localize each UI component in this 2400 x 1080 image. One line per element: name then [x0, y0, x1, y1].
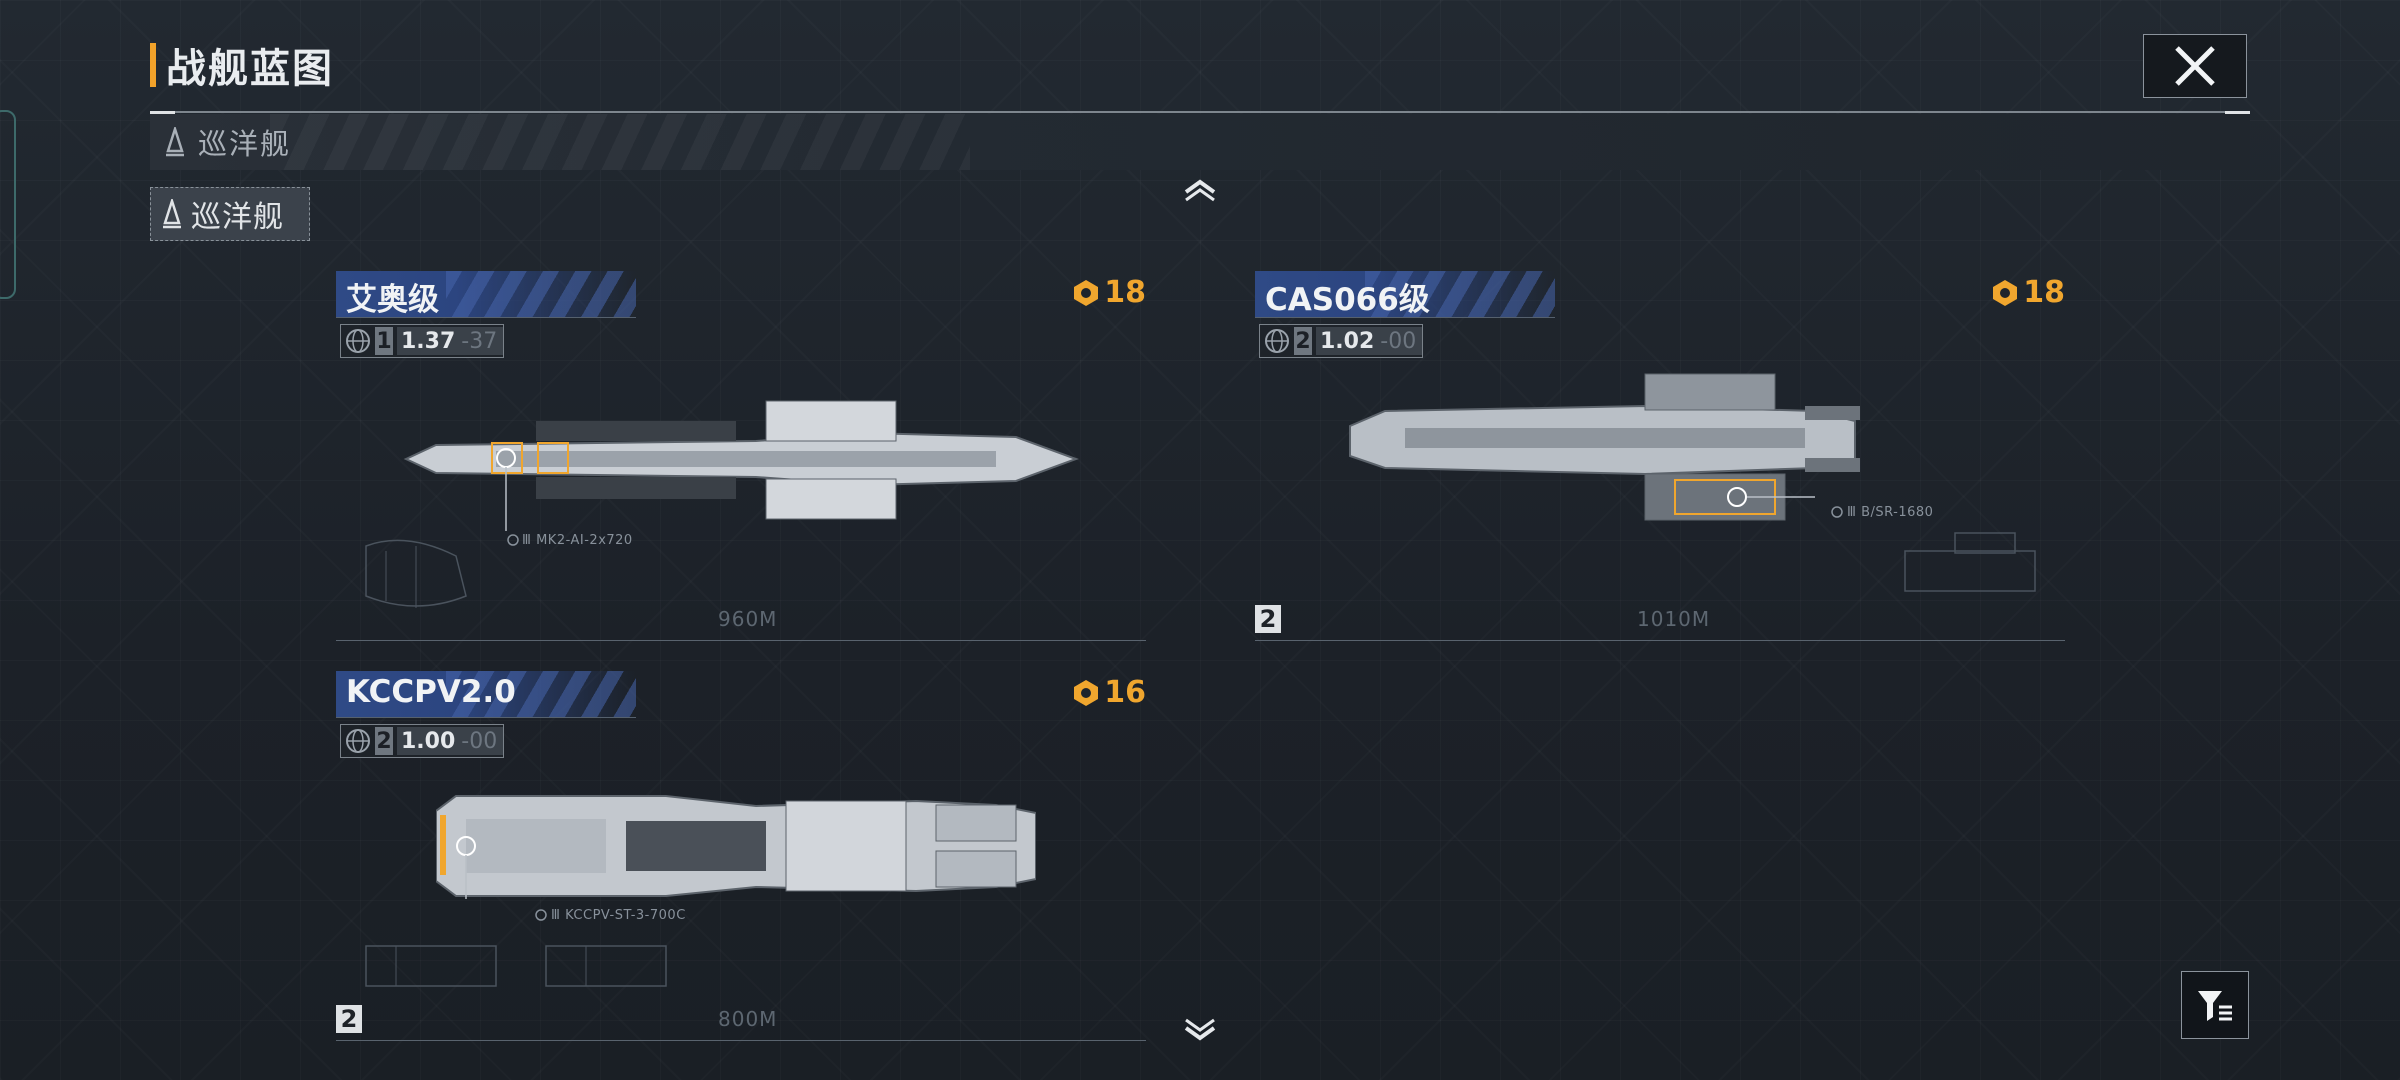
part-pointer-icon	[507, 534, 519, 546]
title-accent-bar	[150, 43, 156, 87]
cost-icon	[1993, 279, 2018, 306]
filter-chip-cruiser[interactable]: 巡洋舰	[150, 187, 310, 241]
ship-stat-box: 2 1.00 -00	[340, 724, 505, 758]
part-pointer-icon	[535, 909, 547, 921]
name-underline	[336, 717, 636, 718]
filter-icon	[2198, 991, 2232, 1021]
scroll-down-chevron-icon[interactable]	[1182, 1018, 1218, 1042]
ship-cost-value: 16	[1104, 675, 1146, 710]
ship-length: 800M	[718, 1007, 778, 1031]
page-title: 战舰蓝图	[166, 46, 334, 92]
ship-ratio: 1.02	[1316, 327, 1379, 355]
ship-stat-box: 2 1.02 -00	[1259, 324, 1424, 358]
cost-icon	[1074, 679, 1099, 706]
card-baseline	[336, 640, 1146, 641]
ship-cost-value: 18	[2023, 275, 2065, 310]
blueprint-card[interactable]: 艾奥级 1 1.37 -37 18	[336, 271, 1146, 641]
globe-icon	[346, 329, 370, 353]
blueprint-schematic-decor	[365, 539, 467, 608]
ship-cost-value: 18	[1104, 275, 1146, 310]
blueprint-schematic-decor	[1904, 532, 2036, 592]
ship-count-badge: 2	[1255, 605, 1281, 633]
ship-blueprint-image	[436, 795, 1036, 899]
globe-icon	[1265, 329, 1289, 353]
ship-blueprint-image	[403, 400, 1079, 531]
category-bar[interactable]: 巡洋舰	[150, 114, 2250, 170]
ship-name: 艾奥级	[346, 282, 439, 318]
ship-ratio-sub: -37	[459, 327, 504, 355]
blueprint-card[interactable]: CAS066级 2 1.02 -00 18	[1255, 271, 2065, 641]
ship-count-badge: 2	[336, 1005, 362, 1033]
card-baseline	[1255, 640, 2065, 641]
close-button[interactable]	[2143, 34, 2247, 98]
blueprint-schematic-decor	[365, 945, 667, 987]
name-underline	[1255, 317, 1555, 318]
side-panel-handle[interactable]	[0, 110, 16, 299]
header-divider	[150, 111, 2250, 113]
cost-icon	[1074, 279, 1099, 306]
ship-length: 960M	[718, 607, 778, 631]
part-label: Ⅲ B/SR-1680	[1847, 505, 1934, 520]
part-pointer-icon	[1831, 506, 1843, 518]
globe-icon	[346, 729, 370, 753]
ship-ratio-sub: -00	[1378, 327, 1423, 355]
cruiser-icon	[166, 127, 184, 157]
card-baseline	[336, 1040, 1146, 1041]
scroll-up-chevron-icon[interactable]	[1182, 178, 1218, 202]
cruiser-icon	[163, 199, 181, 229]
ship-stat-box: 1 1.37 -37	[340, 324, 505, 358]
ship-name: CAS066级	[1265, 282, 1430, 318]
filter-button[interactable]	[2181, 971, 2249, 1039]
ship-cost: 16	[1072, 675, 1146, 710]
card-name-plate	[336, 671, 636, 717]
ship-name: KCCPV2.0	[346, 674, 516, 710]
card-name-plate	[336, 271, 636, 317]
ship-tier: 1	[375, 327, 393, 355]
blueprint-card[interactable]: KCCPV2.0 2 1.00 -00 16	[336, 671, 1146, 1041]
header-divider-tick-left	[150, 111, 175, 114]
ship-cost: 18	[1991, 275, 2065, 310]
ship-ratio: 1.00	[397, 727, 460, 755]
ship-tier: 2	[1294, 327, 1312, 355]
part-label: Ⅲ KCCPV-ST-3-700C	[551, 908, 686, 923]
ship-length: 1010M	[1637, 607, 1711, 631]
ship-tier: 2	[375, 727, 393, 755]
category-label: 巡洋舰	[198, 127, 292, 161]
card-name-plate	[1255, 271, 1555, 317]
filter-chip-label: 巡洋舰	[191, 200, 284, 235]
page-header: 战舰蓝图	[150, 42, 334, 92]
ship-blueprint-image	[1349, 373, 1860, 521]
close-icon	[2175, 46, 2215, 86]
header-divider-tick-right	[2225, 111, 2250, 114]
ship-ratio-sub: -00	[459, 727, 504, 755]
ship-cost: 18	[1072, 275, 1146, 310]
name-underline	[336, 317, 636, 318]
part-label: Ⅲ MK2-AI-2x720	[522, 533, 633, 548]
ship-ratio: 1.37	[397, 327, 460, 355]
